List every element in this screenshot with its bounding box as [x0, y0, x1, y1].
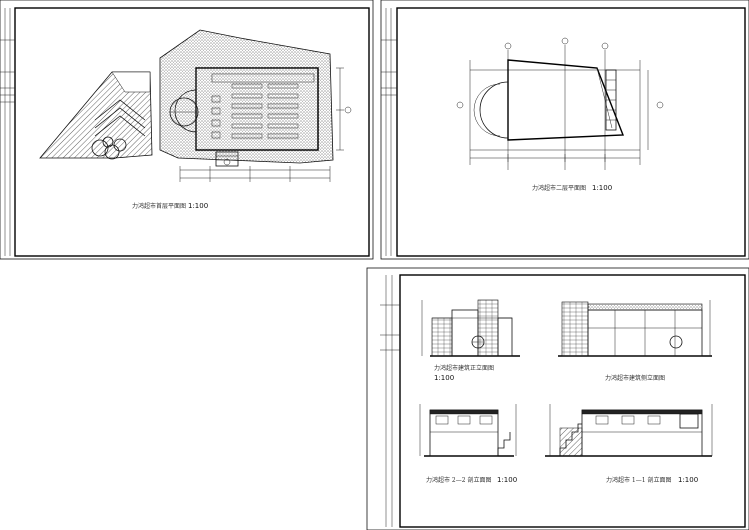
upper-zone [211, 73, 315, 83]
sheet-border [380, 0, 749, 260]
shelving-rows [231, 83, 299, 139]
ramp-top [111, 71, 151, 93]
sheet-ground-floor-plan: 力鸿超市首层平面图 1:100 [0, 0, 374, 260]
drawing-title: 力鸿超市建筑侧立面图 [605, 374, 665, 382]
drawing-title: 力鸿超市 1—1 剖立面图 [606, 476, 671, 484]
sheet-second-floor-plan: 力鸿超市二层平面图 1:100 [380, 0, 749, 260]
checkout-counters [211, 95, 221, 139]
title-strip [0, 8, 15, 256]
upper-floor-outline [507, 59, 625, 141]
drawing-frame [399, 274, 746, 528]
curved-bay [479, 81, 509, 139]
section-1-1: 力鸿超市 1—1 剖立面图 1:100 [545, 404, 713, 484]
drawing-title: 力鸿超市 2—2 剖立面图 [426, 476, 491, 484]
sheet-elevations-sections: 力鸿超市建筑正立面图 1:100 力鸿超市建筑侧立面图 [366, 267, 749, 530]
drawing-scale: 1:100 [188, 202, 208, 210]
sheet-border [0, 0, 374, 260]
sheet-border [366, 267, 749, 530]
section-2-2: 力鸿超市 2—2 剖立面图 1:100 [419, 404, 517, 484]
drawing-scale: 1:100 [434, 374, 454, 382]
front-elevation: 力鸿超市建筑正立面图 1:100 [421, 299, 520, 382]
curved-entrance [174, 89, 197, 133]
drawing-frame [396, 7, 746, 257]
drawing-scale: 1:100 [497, 476, 517, 484]
hatched-parking [39, 71, 153, 159]
entrance-steps [215, 151, 239, 167]
tree-cluster [91, 136, 127, 160]
drawing-title: 力鸿超市二层平面图 [532, 184, 586, 192]
drawing-scale: 1:100 [678, 476, 698, 484]
grid-axes [456, 37, 664, 170]
drawing-scale: 1:100 [592, 184, 612, 192]
stair-section [559, 423, 583, 457]
dimension-lines [470, 70, 649, 162]
drawing-title: 力鸿超市首层平面图 [132, 202, 186, 210]
drawing-title: 力鸿超市建筑正立面图 [434, 364, 494, 372]
title-strip [380, 275, 400, 527]
drawing-frame [14, 7, 370, 257]
dimension-lines [179, 67, 352, 182]
side-elevation: 力鸿超市建筑侧立面图 [558, 300, 712, 382]
site-landscape [159, 29, 334, 164]
stair-core [605, 69, 617, 131]
title-strip [381, 8, 397, 256]
building-outline [195, 67, 319, 151]
chevron-pattern [94, 99, 146, 137]
